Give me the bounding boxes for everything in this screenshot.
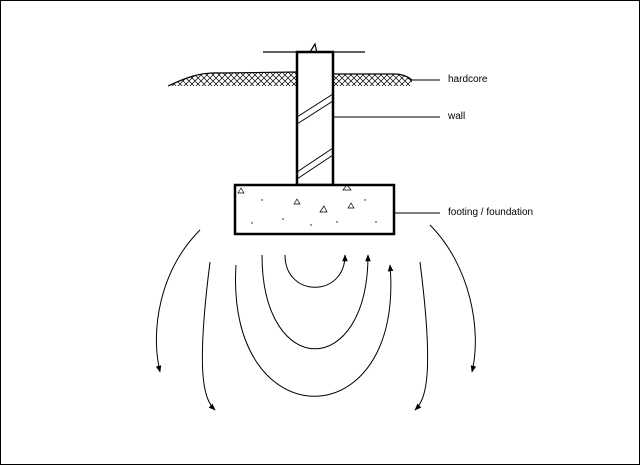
footing-body <box>233 183 396 236</box>
hardcore-layer <box>167 71 413 87</box>
pressure-line <box>284 254 348 288</box>
wall-hatch <box>296 100 334 125</box>
pressure-line <box>201 261 216 411</box>
footing-label: footing / foundation <box>448 207 534 218</box>
wall-body <box>295 50 335 187</box>
hardcore-label: hardcore <box>448 74 488 85</box>
pressure-line <box>414 261 429 411</box>
wall-hatch <box>296 93 334 118</box>
pressure-line <box>155 229 201 373</box>
wall-label: wall <box>448 111 466 122</box>
wall-hatch <box>296 147 334 173</box>
wall <box>263 42 365 187</box>
pressure-line <box>235 264 394 397</box>
pressure-bulbs <box>155 224 477 411</box>
wall-hatch <box>296 154 334 180</box>
pressure-line <box>429 224 477 373</box>
footing <box>233 183 396 236</box>
pressure-line <box>261 254 371 349</box>
